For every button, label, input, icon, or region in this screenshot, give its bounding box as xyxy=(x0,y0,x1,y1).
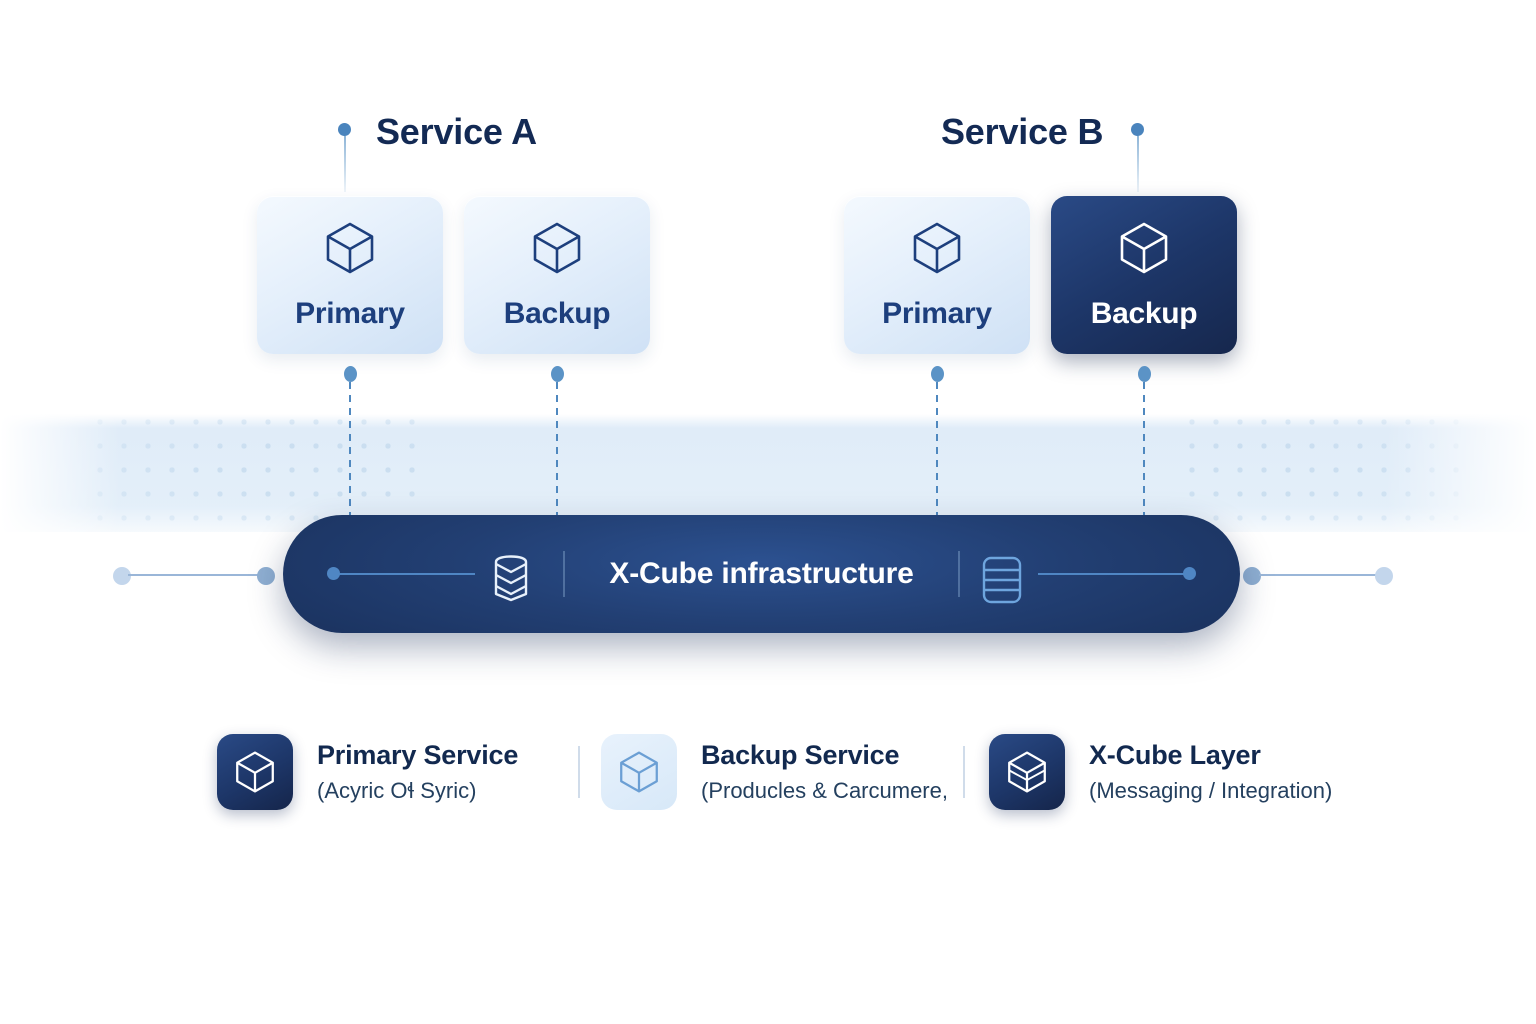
left-rail xyxy=(128,574,259,576)
card-label: Primary xyxy=(882,296,992,330)
legend-title: Primary Service xyxy=(317,740,519,771)
legend-divider-2 xyxy=(963,746,965,798)
server-stack-icon xyxy=(981,555,1023,610)
infra-rail-dot-right xyxy=(1183,567,1196,580)
service-b-marker-dot xyxy=(1131,123,1144,136)
card-service-a-primary[interactable]: Primary xyxy=(257,196,443,354)
legend-text-primary: Primary Service (Acyric Oɬ Syric) xyxy=(317,740,518,803)
legend-text-xcube: X-Cube Layer (Messaging / Integration) xyxy=(1089,740,1332,803)
connector-a-backup xyxy=(556,382,558,515)
right-inner-dot xyxy=(1243,567,1261,585)
cube-icon xyxy=(531,220,583,281)
card-service-b-backup[interactable]: Backup xyxy=(1051,196,1237,354)
database-stack-icon xyxy=(488,554,534,607)
cube-icon xyxy=(324,220,376,281)
cube-icon xyxy=(911,220,963,281)
legend-title: X-Cube Layer xyxy=(1089,740,1261,771)
right-rail xyxy=(1259,574,1379,576)
legend-tile-backup xyxy=(601,734,677,810)
band-fade-left xyxy=(0,414,120,532)
legend-item-xcube-layer[interactable]: X-Cube Layer (Messaging / Integration) xyxy=(989,734,1332,810)
connector-cap-b-backup xyxy=(1138,366,1151,382)
left-inner-dot xyxy=(257,567,275,585)
card-label: Backup xyxy=(1090,296,1198,330)
layered-cube-icon xyxy=(1008,751,1046,793)
cube-icon xyxy=(236,751,274,793)
connector-cap-b-primary xyxy=(931,366,944,382)
connector-b-primary xyxy=(936,382,938,515)
infra-rail-left xyxy=(333,573,475,575)
legend-item-primary-service[interactable]: Primary Service (Acyric Oɬ Syric) xyxy=(217,734,518,810)
service-b-stem xyxy=(1137,136,1139,192)
right-outer-dot xyxy=(1375,567,1393,585)
card-service-b-primary[interactable]: Primary xyxy=(844,196,1030,354)
infra-rail-right xyxy=(1038,573,1190,575)
card-label: Primary xyxy=(295,296,405,330)
infra-separator-left xyxy=(563,551,565,597)
legend-title: Backup Service xyxy=(701,740,900,771)
connector-a-primary xyxy=(349,382,351,515)
legend-text-backup: Backup Service (Producles & Carcumere, xyxy=(701,740,948,803)
card-label: Backup xyxy=(503,296,611,330)
infrastructure-bar[interactable]: X-Cube infrastructure xyxy=(283,515,1240,633)
infrastructure-title: X-Cube infrastructure xyxy=(609,557,914,590)
legend-subtitle: (Acyric Oɬ Syric) xyxy=(317,777,477,803)
legend-subtitle: (Producles & Carcumere, xyxy=(701,777,948,803)
legend-tile-xcube xyxy=(989,734,1065,810)
legend-divider-1 xyxy=(578,746,580,798)
card-service-a-backup[interactable]: Backup xyxy=(464,196,650,354)
connector-cap-a-primary xyxy=(344,366,357,382)
cube-icon xyxy=(1118,220,1170,281)
group-label-service-a: Service A xyxy=(376,111,537,152)
legend-subtitle: (Messaging / Integration) xyxy=(1089,777,1333,803)
connector-b-backup xyxy=(1143,382,1145,515)
connector-cap-a-backup xyxy=(551,366,564,382)
cube-icon xyxy=(620,751,658,793)
group-label-service-b: Service B xyxy=(941,111,1104,152)
infra-separator-right xyxy=(958,551,960,597)
service-a-marker-dot xyxy=(338,123,351,136)
legend-item-backup-service[interactable]: Backup Service (Producles & Carcumere, xyxy=(601,734,948,810)
service-a-stem xyxy=(344,136,346,192)
dot-pattern-left xyxy=(88,410,418,528)
legend-tile-primary xyxy=(217,734,293,810)
band-fade-right xyxy=(1386,414,1536,532)
left-outer-dot xyxy=(113,567,131,585)
